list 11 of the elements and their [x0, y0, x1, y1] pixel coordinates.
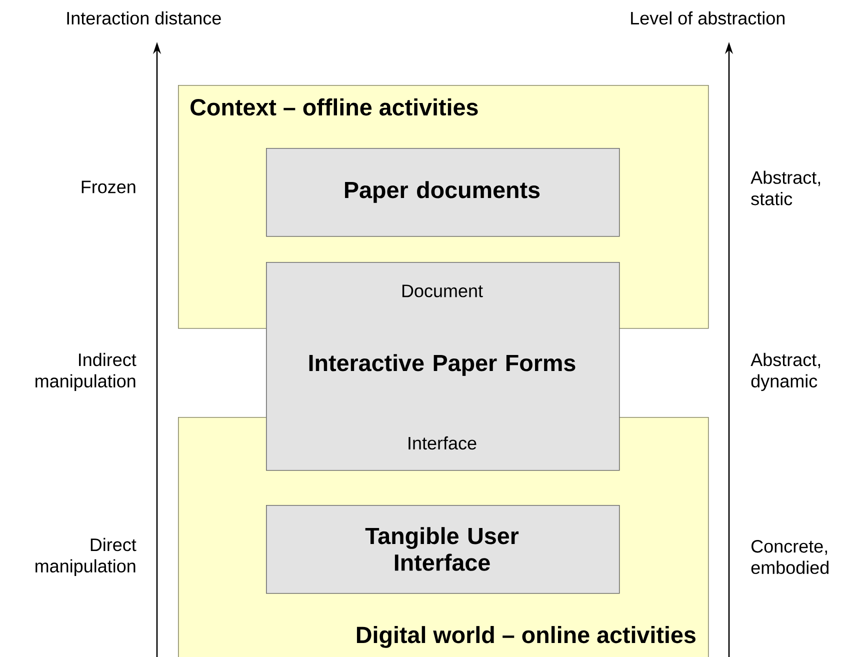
level-label: Concrete, embodied [751, 540, 828, 574]
axis-label: Interaction distance [67, 11, 221, 25]
level-label: Abstract, dynamic [750, 352, 820, 392]
content-box: Paper documents [266, 148, 620, 237]
axis-label: Level of abstraction [631, 11, 784, 25]
content-box: Tangible User Interface [266, 505, 620, 594]
level-label: Indirect manipulation [36, 352, 136, 392]
level-label: Abstract, static [750, 170, 820, 206]
level-label: Frozen [82, 180, 136, 194]
content-box: Document Interactive Paper Forms Interface [266, 262, 620, 471]
level-label: Direct manipulation [36, 538, 136, 576]
